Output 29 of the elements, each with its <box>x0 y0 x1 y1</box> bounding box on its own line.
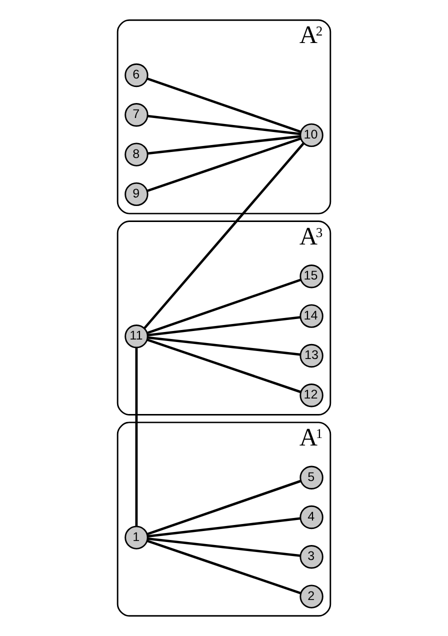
node-circle: 2 <box>300 584 324 608</box>
connector <box>135 348 138 526</box>
node-circle: 9 <box>124 182 148 206</box>
connector <box>146 278 302 334</box>
connector <box>148 135 300 155</box>
node-circle: 1 <box>124 526 148 550</box>
node-circle: 4 <box>300 505 324 530</box>
node-circle: 15 <box>300 264 324 288</box>
connector <box>148 336 300 356</box>
connector <box>146 137 302 192</box>
node-circle: 6 <box>124 63 148 88</box>
node-circle: 11 <box>124 324 148 348</box>
connector <box>146 480 302 536</box>
connector <box>146 77 302 133</box>
node-circle: 14 <box>300 304 324 328</box>
node-circle: 3 <box>300 545 324 569</box>
node-circle: 7 <box>124 103 148 127</box>
node-circle: 10 <box>300 123 324 148</box>
connector <box>146 540 302 594</box>
connector <box>148 538 300 557</box>
connector <box>144 142 305 330</box>
connector <box>148 517 300 538</box>
node-circle: 13 <box>300 344 324 368</box>
connector <box>148 316 300 336</box>
connector <box>148 114 300 136</box>
connector <box>146 338 302 394</box>
node-circle: 12 <box>300 384 324 408</box>
node-circle: 5 <box>300 466 324 490</box>
node-circle: 8 <box>124 142 148 166</box>
